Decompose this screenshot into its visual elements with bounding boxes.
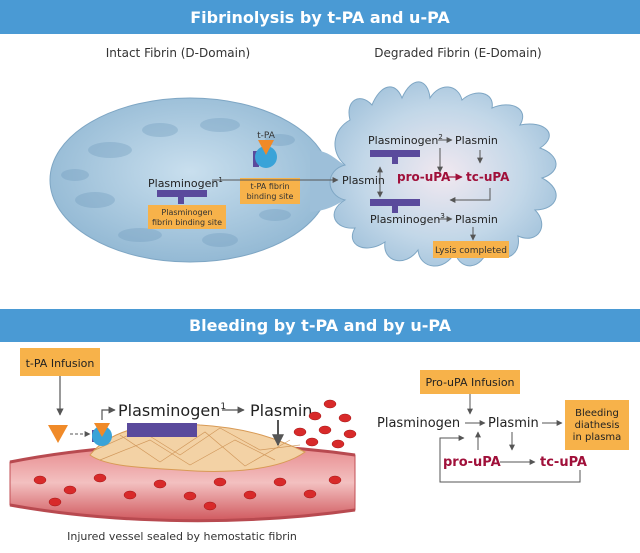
right-tc-upa-label: tc-uPA (540, 455, 587, 470)
right-plasminogen-label: Plasminogen (377, 416, 460, 431)
bottom-header-bar (0, 309, 640, 342)
bleeding-diathesis-box (565, 400, 629, 450)
fibrin-bridge (310, 150, 345, 212)
arrow-tcupa-to-plasminogen3 (449, 188, 491, 203)
plasminogen1-label: Plasminogen1 (148, 176, 223, 190)
plasminogen-bottom-bar (127, 423, 197, 437)
plasmin-lower-label: Plasmin (455, 213, 498, 226)
bleeding-line3: in plasma (573, 432, 622, 443)
pro-upa-infusion-box (420, 370, 520, 394)
bottom-section-title: Bleeding by t-PA and by u-PA (189, 316, 452, 335)
lysis-completed-label: Lysis completed (435, 246, 507, 256)
tpa-binding-site-box (240, 178, 300, 204)
tpa-triangle-icon (258, 140, 274, 155)
plasmin-center-label: Plasmin (342, 174, 385, 187)
bleeding-line1: Bleeding (575, 408, 619, 419)
hemostatic-fibrin-plug (89, 423, 306, 472)
plasminogen2-stem (392, 157, 398, 164)
tpa-infusion-label: t-PA Infusion (26, 357, 95, 370)
pro-upa-top: pro-uPA (397, 170, 451, 184)
tc-upa-top: tc-uPA (466, 170, 510, 184)
plasminogen3-label: Plasminogen3 (370, 212, 445, 226)
plasmin-upper-label: Plasmin (455, 134, 498, 147)
red-blood-cells (33, 399, 357, 511)
tpa-infusion-box (20, 348, 100, 376)
plasminogen2-label: Plasminogen2 (368, 133, 443, 147)
tpa-triangle-bottom-icon (48, 425, 68, 443)
top-section-title: Fibrinolysis by t-PA and u-PA (190, 8, 450, 27)
plasminogen-binding-site-line2: fibrin binding site (152, 218, 222, 227)
degraded-fibrin-label: Degraded Fibrin (E-Domain) (374, 46, 541, 60)
right-pro-upa-label: pro-uPA (443, 455, 501, 470)
degraded-fibrin-clot (329, 81, 557, 267)
plasminogen-binding-site-line1: Plasminogen (161, 208, 212, 217)
plasminogen3-stem (392, 206, 398, 213)
tpa-binding-site-line1: t-PA fibrin (250, 182, 289, 191)
arrow-tpa-to-plasminogen (101, 406, 116, 420)
plasminogen-binding-site-box (148, 205, 226, 229)
top-header-bar (0, 0, 640, 34)
pro-upa-infusion-label: Pro-uPA Infusion (425, 376, 514, 389)
plasminogen2-bar (370, 150, 420, 157)
vessel-wall-bottom (9, 503, 356, 523)
tpa-label: t-PA (257, 131, 276, 141)
plasmin-bottom-label: Plasmin (250, 401, 312, 420)
plasminogen1-stem (178, 197, 184, 204)
plasminogen3-bar (370, 199, 420, 206)
fibrin-texture (61, 118, 295, 247)
vessel-caption: Injured vessel sealed by hemostatic fibr… (67, 530, 297, 543)
plasminogen-bottom-label: Plasminogen1 (118, 401, 226, 420)
plasminogen1-bar (157, 190, 207, 197)
tpa-bottom-triangle-icon (94, 423, 110, 437)
lysis-completed-box (433, 241, 509, 258)
bleeding-line2: diathesis (575, 420, 620, 431)
tpa-fibrin-binding-ball (255, 146, 277, 168)
arrow-tcuPA-feedback (439, 470, 581, 483)
tpa-binding-site-line2: binding site (247, 192, 294, 201)
arrow-loop-left (439, 435, 465, 470)
intact-fibrin-label: Intact Fibrin (D-Domain) (106, 46, 251, 60)
right-plasmin-label: Plasmin (488, 416, 539, 431)
